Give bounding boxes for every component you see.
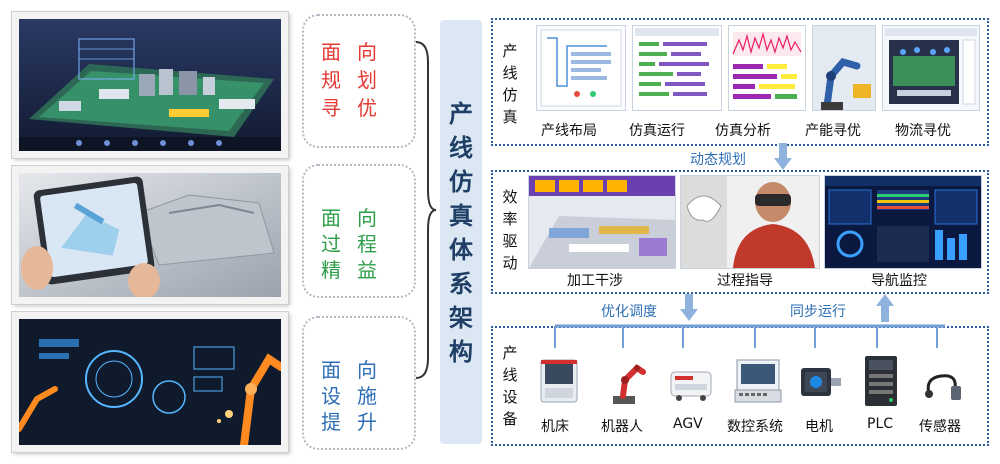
grouping-brace [415,41,437,379]
eff-item-guidance: 过程指导 [717,273,773,289]
simulation-layer: 产 线 仿 真 [491,18,989,146]
capacity-screenshot [813,26,875,110]
robot-arm-icon [613,364,646,404]
logistics-screenshot [883,26,979,110]
orientation-char: 精 [321,258,341,282]
orientation-char: 提 [321,410,341,434]
framework-title-char: 构 [449,338,473,366]
orientation-char: 寻 [321,96,341,120]
motor-icon [801,368,841,396]
interference-screenshot [529,176,675,268]
layout-screenshot [537,26,625,110]
orientation-card-facility: 面 向 设 施 提 升 [302,316,416,450]
equip-item-robot: 机器人 [601,419,643,435]
layer-label-char: 线 [502,64,518,82]
orientation-char: 划 [357,68,377,92]
equip-item-cnc-system: 数控系统 [727,419,783,435]
sim-item-run: 仿真运行 [629,123,685,139]
orientation-char: 面 [321,40,341,64]
factory-layout-3d-image [12,12,288,158]
orientation-char: 向 [357,40,377,64]
framework-title-char: 产 [449,100,473,128]
sim-analysis-screenshot [729,26,805,110]
agv-icon [670,371,712,401]
framework-title-char: 系 [449,270,473,298]
equipment-layer: 产 线 设 备 [491,324,989,446]
framework-title-char: 线 [449,134,473,162]
orientation-char: 升 [357,410,377,434]
flow-label-sync-run: 同步运行 [790,304,846,320]
layer-label-char: 仿 [502,86,518,104]
layer-label-char: 动 [502,254,518,272]
orientation-char: 程 [357,232,377,256]
sim-run-screenshot [633,26,721,110]
sim-item-layout: 产线布局 [541,123,597,139]
layer-label-char: 产 [502,344,518,362]
equip-item-plc: PLC [867,416,894,432]
tablet-car-body-image [12,166,288,304]
framework-title-char: 架 [449,304,473,332]
eff-item-interference: 加工干涉 [567,273,623,289]
equip-item-sensor: 传感器 [919,419,961,435]
smart-factory-robot-image [12,312,288,452]
orientation-card-process: 面 向 过 程 精 益 [302,164,416,298]
layer-label-char: 备 [502,410,518,428]
orientation-char: 过 [321,232,341,256]
equip-item-motor: 电机 [805,419,833,435]
sim-item-analysis: 仿真分析 [715,123,771,139]
orientation-char: 向 [357,358,377,382]
navigation-monitor-screenshot [825,176,981,268]
orientation-char: 向 [357,206,377,230]
sim-item-logistics: 物流寻优 [895,123,951,139]
equipment-bus-line [554,324,945,348]
orientation-char: 益 [357,258,377,282]
orientation-char: 规 [321,68,341,92]
layer-label-char: 线 [502,366,518,384]
orientation-char: 面 [321,206,341,230]
orientation-char: 施 [357,384,377,408]
sim-item-capacity: 产能寻优 [805,123,861,139]
layer-label-char: 设 [502,388,518,406]
down-arrow-icon [774,143,792,170]
flow-label-optimize-schedule: 优化调度 [601,304,657,320]
equip-item-machine-tool: 机床 [541,419,569,435]
eff-item-monitoring: 导航监控 [871,273,927,289]
machine-tool-icon [540,359,578,403]
up-arrow-icon [876,294,894,322]
plc-icon [865,356,897,406]
orientation-card-planning: 面 向 规 划 寻 优 [302,14,416,148]
framework-title-band: 产 线 仿 真 体 系 架 构 [440,20,482,444]
down-arrow-icon [680,294,698,321]
orientation-char: 面 [321,358,341,382]
efficiency-layer: 效 率 驱 动 [491,170,989,294]
orientation-char: 优 [357,96,377,120]
cnc-system-icon [734,359,782,403]
flow-label-dynamic-planning: 动态规划 [690,152,746,168]
orientation-char: 设 [321,384,341,408]
framework-title-char: 真 [449,202,473,230]
framework-title-char: 仿 [449,168,473,196]
process-guidance-screenshot [681,176,819,268]
equip-item-agv: AGV [673,416,703,432]
sensor-icon [925,374,961,400]
layer-label-char: 率 [502,210,518,228]
layer-label-char: 真 [502,108,518,126]
layer-label-char: 驱 [502,232,518,250]
layer-label-char: 效 [502,188,518,206]
layer-label-char: 产 [502,42,518,60]
framework-title-char: 体 [449,236,473,264]
